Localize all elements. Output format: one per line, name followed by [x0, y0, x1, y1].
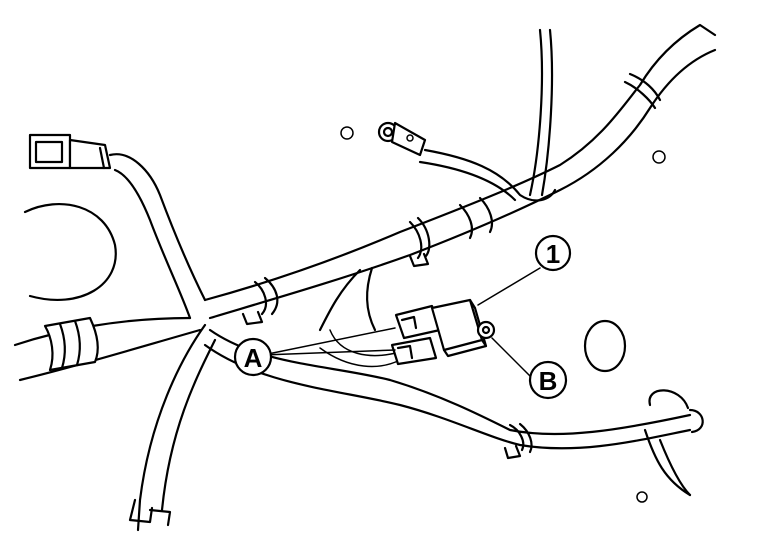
connector-a	[390, 304, 442, 366]
panel-hole	[340, 126, 354, 140]
lower-branch	[128, 323, 704, 532]
callout-b-label: B	[539, 366, 558, 396]
panel-hole	[636, 491, 648, 503]
callout-1: 1	[534, 234, 572, 272]
panel-hole	[652, 150, 666, 164]
main-harness	[203, 23, 717, 326]
callout-a-label: A	[244, 343, 263, 373]
callout-b: B	[528, 360, 568, 400]
ground-wire	[377, 28, 557, 202]
panel-hole-large	[583, 319, 627, 373]
relay-unit	[430, 298, 496, 358]
leader-lines	[262, 267, 541, 379]
upper-left-branch	[28, 133, 207, 320]
callout-1-label: 1	[546, 239, 560, 269]
connector-sub-harness	[318, 266, 401, 368]
panel-holes	[23, 126, 666, 503]
panel-hole-left	[23, 203, 117, 301]
callout-a: A	[233, 337, 273, 377]
left-branch	[13, 316, 202, 382]
